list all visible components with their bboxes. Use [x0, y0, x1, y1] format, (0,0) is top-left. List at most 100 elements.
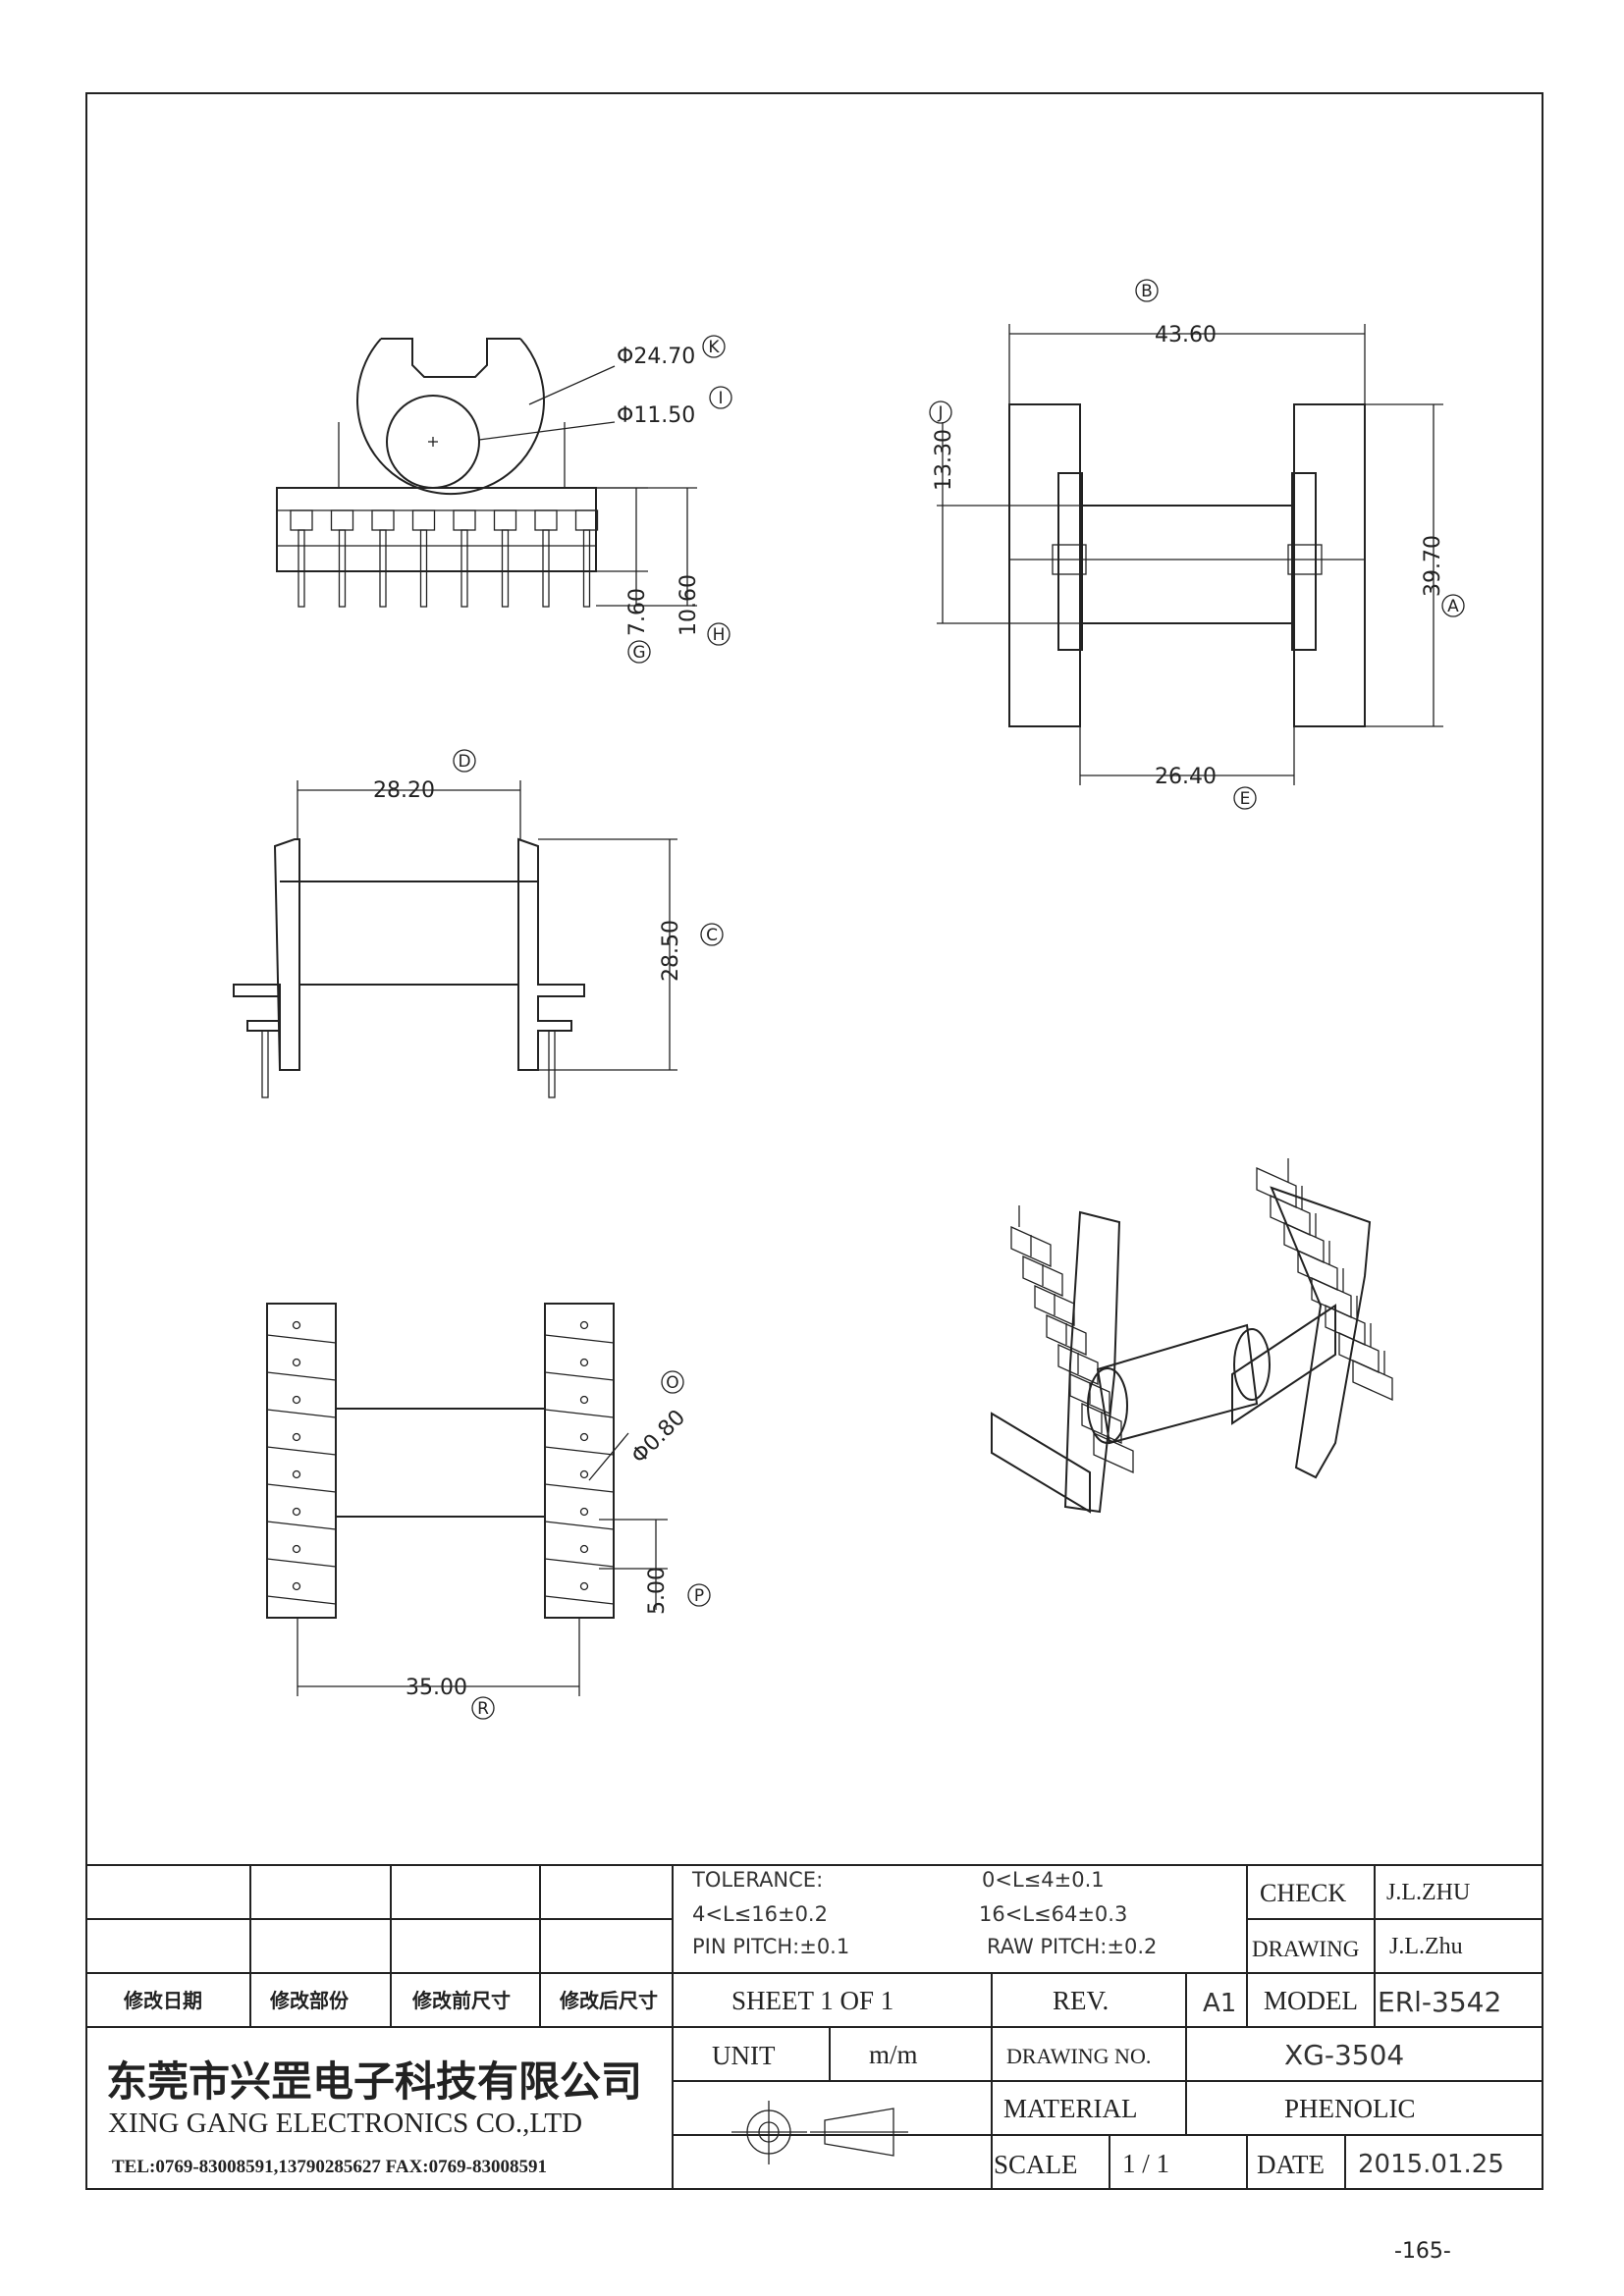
dim-o: Φ0.80: [627, 1406, 691, 1469]
svg-text:R: R: [477, 1699, 489, 1719]
tag-e: E: [1233, 786, 1257, 810]
tag-k: K: [702, 335, 726, 358]
svg-text:J: J: [937, 403, 943, 423]
pin-hole: [292, 1395, 301, 1405]
iso-pin-block: [1010, 1225, 1052, 1268]
rev-header-after: 修改后尺寸: [559, 1989, 658, 2012]
rev-header-before: 修改前尺寸: [411, 1989, 511, 2012]
pin-hole: [579, 1320, 589, 1330]
dim-d: 28.20: [373, 778, 435, 803]
pin: [582, 529, 591, 608]
raw-pitch: RAW PITCH:±0.2: [987, 1935, 1157, 1958]
sheet-border: [85, 92, 1543, 2190]
tag-c: C: [700, 923, 724, 946]
front-view: 28.20 28.50 D C: [233, 749, 724, 1098]
svg-text:D: D: [458, 752, 470, 772]
svg-text:G: G: [632, 643, 645, 663]
top-view: Φ24.70 Φ11.50 7.60 10.60 K I G H: [276, 335, 732, 664]
sheet-number: SHEET 1 OF 1: [731, 1986, 893, 2015]
pin-slot: [534, 509, 558, 531]
svg-text:B: B: [1141, 282, 1153, 301]
pin-hole: [292, 1469, 301, 1479]
title-block: TOLERANCE: 0<L≤4±0.1 4<L≤16±0.2 16<L≤64±…: [86, 1864, 1543, 2189]
pin-slot: [290, 509, 313, 531]
iso-pin-block: [1046, 1313, 1087, 1357]
dim-e: 26.40: [1155, 765, 1217, 789]
iso-pin-block: [1338, 1331, 1380, 1374]
pin-slot: [371, 509, 395, 531]
pin-hole: [292, 1581, 301, 1591]
iso-pin-block: [1034, 1284, 1075, 1327]
drawing-label: DRAWING: [1252, 1937, 1359, 1961]
tolerance-label: TOLERANCE:: [691, 1868, 823, 1892]
side-view: 43.60 13.30 39.70 26.40 B J A E: [929, 279, 1465, 810]
svg-text:O: O: [666, 1373, 678, 1393]
tag-a: A: [1441, 594, 1465, 617]
dim-i: Φ11.50: [617, 403, 695, 428]
dim-k: Φ24.70: [617, 345, 695, 369]
drawing-value: J.L.Zhu: [1389, 1934, 1463, 1959]
scale-value: 1 / 1: [1122, 2149, 1169, 2178]
tag-b: B: [1135, 279, 1159, 302]
iso-pin-block: [1297, 1249, 1338, 1292]
iso-pin-block: [1352, 1359, 1393, 1402]
pin-hole: [292, 1358, 301, 1367]
tolerance-range-1: 0<L≤4±0.1: [982, 1868, 1105, 1892]
dim-b: 43.60: [1155, 323, 1217, 347]
tag-d: D: [453, 749, 476, 773]
date-value: 2015.01.25: [1358, 2150, 1504, 2179]
drawing-no-value: XG-3504: [1284, 2039, 1404, 2071]
scale-label: SCALE: [994, 2150, 1078, 2179]
pin-hole: [292, 1320, 301, 1330]
pin-hole: [292, 1544, 301, 1554]
tolerance-range-3: 16<L≤64±0.3: [979, 1902, 1127, 1926]
dim-h: 10.60: [677, 574, 701, 636]
material-value: PHENOLIC: [1284, 2094, 1416, 2123]
tag-h: H: [707, 622, 731, 646]
company-name-cn: 东莞市兴罡电子科技有限公司: [106, 2059, 642, 2106]
pin: [298, 529, 305, 608]
rev-label: REV.: [1053, 1986, 1109, 2015]
page-number: -165-: [1394, 2239, 1451, 2264]
pin-hole: [292, 1432, 301, 1442]
date-label: DATE: [1257, 2150, 1325, 2179]
iso-pin-block: [1022, 1255, 1063, 1298]
tolerance-range-2: 4<L≤16±0.2: [692, 1902, 828, 1926]
iso-pin-block: [1057, 1343, 1099, 1386]
check-value: J.L.ZHU: [1386, 1880, 1470, 1905]
tag-j: J: [929, 400, 952, 424]
pin-hole: [579, 1581, 589, 1591]
pin: [542, 529, 550, 608]
svg-text:K: K: [708, 338, 720, 357]
tag-p: P: [687, 1583, 711, 1607]
tag-r: R: [471, 1696, 495, 1720]
dim-g: 7.60: [625, 588, 650, 636]
model-label: MODEL: [1264, 1986, 1358, 2015]
iso-pin-block: [1081, 1402, 1122, 1445]
tag-i: I: [709, 386, 732, 409]
pin: [460, 529, 468, 608]
dim-r: 35.00: [406, 1676, 467, 1700]
iso-pin-block: [1093, 1431, 1134, 1474]
bottom-view: Φ0.80 5.00 35.00 O P R: [266, 1303, 711, 1720]
company-contact: TEL:0769-83008591,13790285627 FAX:0769-8…: [112, 2157, 547, 2177]
check-label: CHECK: [1260, 1879, 1346, 1907]
dim-c: 28.50: [659, 920, 683, 982]
drawing-no-label: DRAWING NO.: [1006, 2044, 1151, 2068]
svg-text:A: A: [1447, 597, 1459, 616]
unit-label: UNIT: [712, 2041, 776, 2070]
material-label: MATERIAL: [1003, 2094, 1138, 2123]
pin: [379, 529, 387, 608]
company-name-en: XING GANG ELECTRONICS CO.,LTD: [108, 2108, 582, 2139]
pin: [338, 529, 347, 608]
tag-g: G: [627, 640, 651, 664]
pin-hole: [292, 1507, 301, 1517]
unit-value: m/m: [869, 2040, 918, 2069]
tag-o: O: [661, 1370, 684, 1394]
rev-header-date: 修改日期: [123, 1989, 202, 2012]
pin-hole: [579, 1507, 589, 1517]
dim-j: 13.30: [932, 429, 956, 491]
svg-text:E: E: [1240, 789, 1251, 809]
model-value: ERl-3542: [1378, 1986, 1501, 2018]
